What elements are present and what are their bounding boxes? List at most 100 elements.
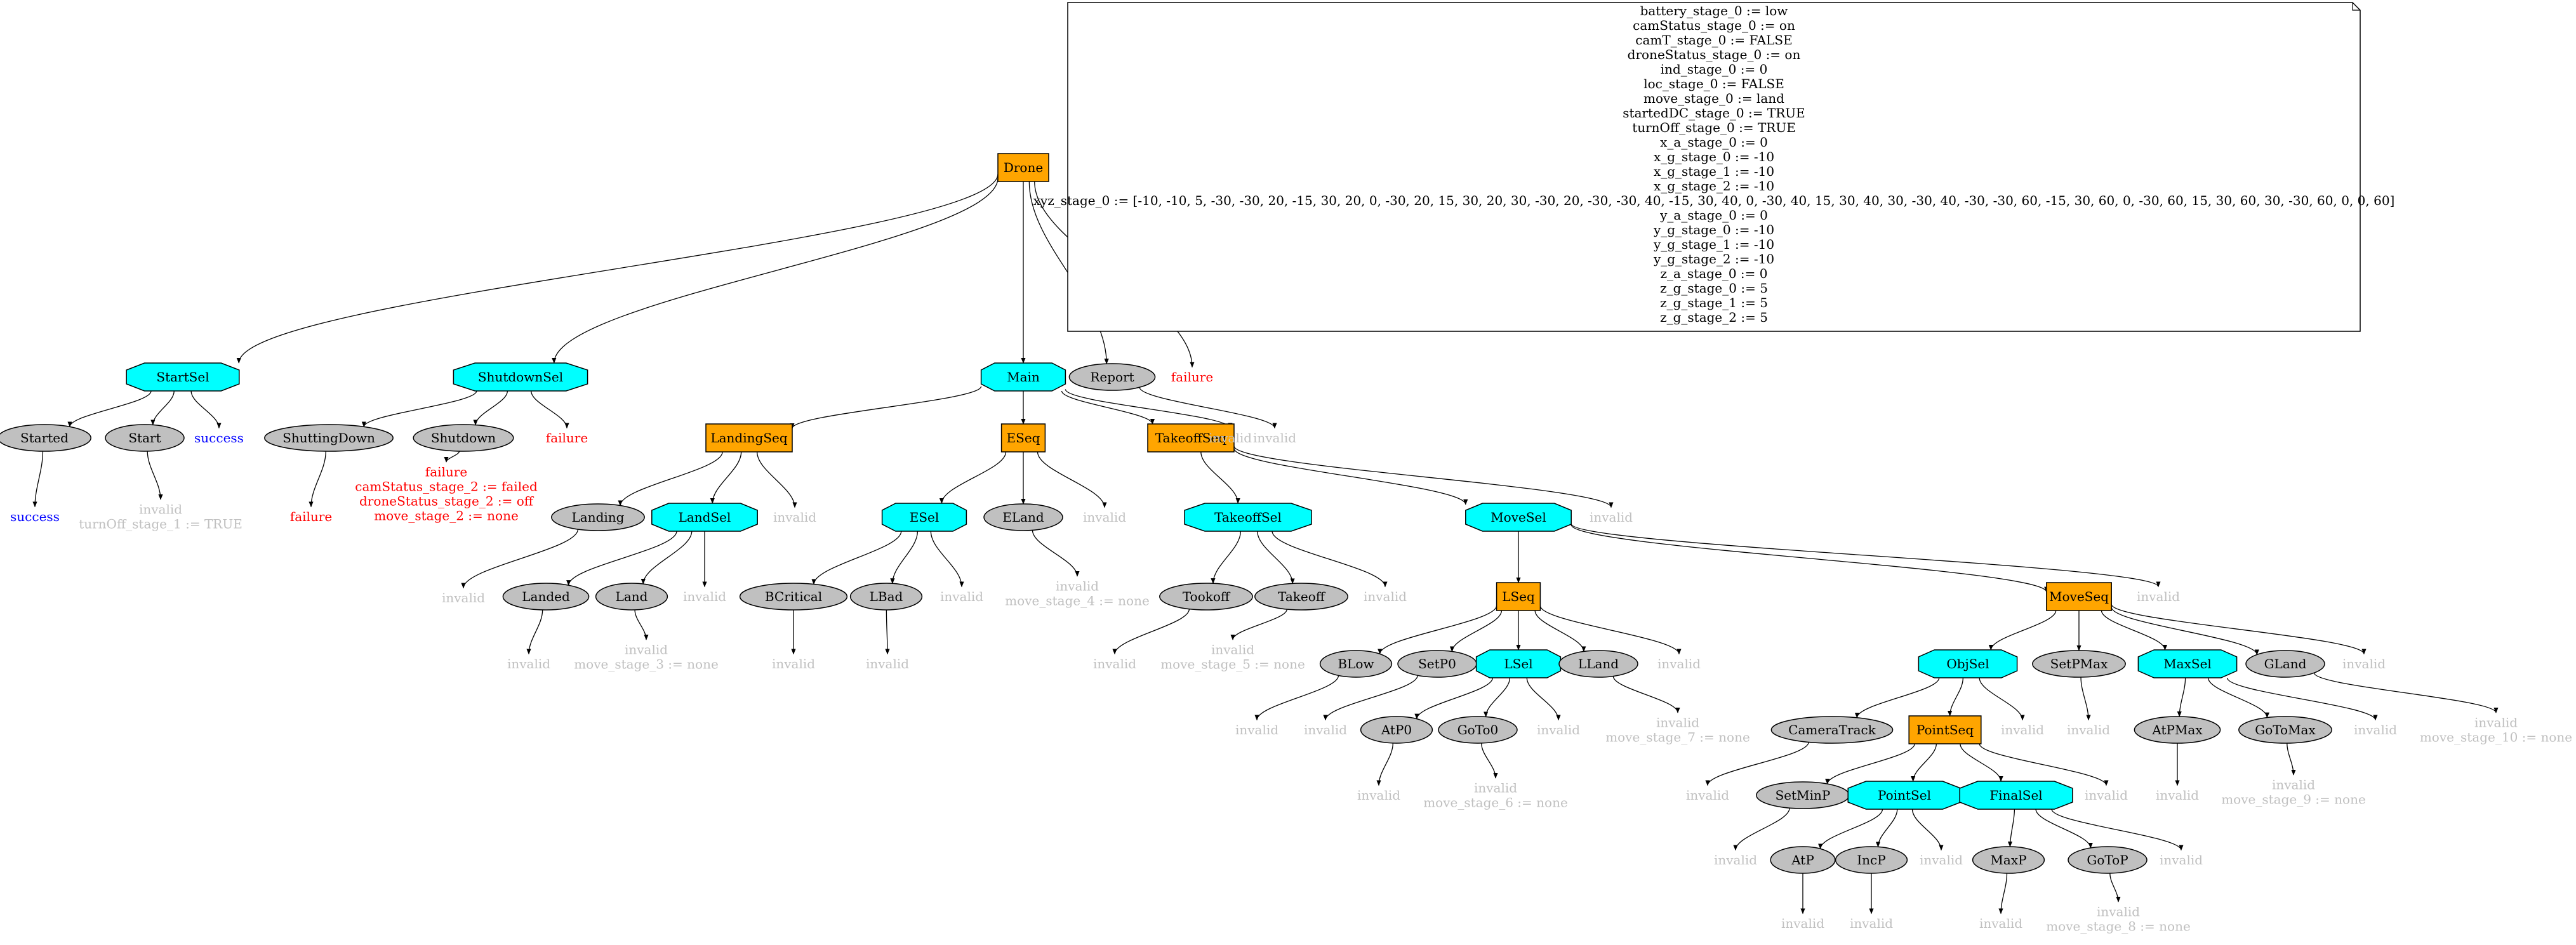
- node-label: MoveSeq: [2049, 589, 2109, 604]
- status-text: invalid: [1093, 656, 1136, 671]
- edge-lseq-lland: [1534, 610, 1586, 652]
- status-atpmax: invalid: [2156, 788, 2199, 803]
- node-shape: [1770, 846, 1836, 874]
- node-takeoffseq: TakeoffSeq: [1147, 423, 1235, 453]
- status-objsel: invalid: [2001, 722, 2044, 737]
- node-finalsel: FinalSel: [1959, 781, 2073, 810]
- node-shape: [264, 424, 394, 452]
- node-shape: [1068, 363, 1156, 391]
- edge-esel-bcritical: [811, 531, 902, 585]
- node-label: TakeoffSeq: [1155, 430, 1226, 446]
- node-objsel: ObjSel: [1918, 649, 2018, 678]
- edge-takeoffsel-takeoff: [1257, 531, 1295, 585]
- edge-pointsel-incp: [1875, 809, 1898, 848]
- node-shape: [1835, 846, 1908, 874]
- note-line: ind_stage_0 := 0: [1661, 62, 1768, 77]
- node-label: Land: [616, 589, 648, 604]
- node-shape: [739, 583, 848, 611]
- edge-finalsel-s_finalsel: [2051, 809, 2184, 851]
- note-line: z_g_stage_2 := 5: [1660, 310, 1768, 325]
- edge-landing-s_landing: [461, 529, 579, 589]
- edge-shutdown-s_shutdown: [444, 451, 460, 463]
- status-moveseq: invalid: [2342, 656, 2386, 671]
- node-label: AtPMax: [2151, 722, 2203, 737]
- note-line: x_g_stage_2 := -10: [1654, 178, 1774, 194]
- edge-pointsel-atp: [1818, 809, 1883, 850]
- node-label: LSeq: [1502, 589, 1535, 604]
- edge-objsel-pointseq: [1948, 677, 1964, 717]
- edge-shutdownsel-shutdown: [473, 390, 508, 426]
- node-started: Started: [0, 424, 91, 452]
- edge-main-takeoffseq: [1061, 390, 1155, 425]
- status-text: invalid: [1211, 642, 1254, 658]
- node-shutdownsel: ShutdownSel: [453, 362, 588, 392]
- node-setminp: SetMinP: [1756, 781, 1850, 809]
- status-text: invalid: [1657, 656, 1701, 671]
- status-text: failure: [290, 509, 332, 524]
- node-label: GLand: [2264, 656, 2307, 671]
- status-cameratrack: invalid: [1686, 788, 1729, 803]
- node-label: BCritical: [765, 589, 822, 604]
- edge-lseq-blow: [1378, 605, 1497, 655]
- edge-atp0-s_atp0: [1376, 743, 1393, 786]
- node-label: Landed: [522, 589, 570, 604]
- status-maxsel: invalid: [2354, 722, 2397, 737]
- edge-shuttingdown-s_shuttingdown: [309, 451, 326, 508]
- edge-shutdownsel-s_shutdownsel: [531, 390, 569, 429]
- node-shape: [1147, 423, 1235, 453]
- node-shape: [1360, 716, 1433, 744]
- node-maxsel: MaxSel: [2137, 649, 2238, 678]
- node-lland: LLand: [1558, 650, 1638, 678]
- note-line: turnOff_stage_0 := TRUE: [1632, 120, 1796, 135]
- edge-shutdownsel-shuttingdown: [361, 390, 477, 428]
- status-text: invalid: [1537, 722, 1580, 737]
- status-atp: invalid: [1781, 916, 1824, 931]
- edge-takeoffseq-s_takeoffseq: [1233, 446, 1614, 508]
- edge-moveseq-gland: [2111, 607, 2259, 656]
- status-bcritical: invalid: [772, 656, 815, 671]
- node-shape: [1908, 715, 1982, 744]
- edge-movesel-moveseq: [1570, 524, 2049, 593]
- edge-lseq-setp0: [1449, 610, 1503, 652]
- status-text: invalid: [625, 642, 668, 658]
- status-drone: failure: [1171, 369, 1213, 385]
- node-label: MaxSel: [2163, 656, 2212, 671]
- status-text: invalid: [2001, 722, 2044, 737]
- node-shape: [595, 583, 668, 611]
- status-text: move_stage_7 := none: [1605, 730, 1750, 745]
- edge-landsel-land: [641, 531, 693, 585]
- status-text: invalid: [442, 590, 485, 605]
- edge-takeoffseq-takeoffsel: [1200, 451, 1240, 504]
- status-text: invalid: [866, 656, 909, 671]
- node-label: Drone: [1004, 160, 1043, 175]
- status-text: success: [10, 509, 60, 524]
- status-text: move_stage_6 := none: [1423, 795, 1568, 810]
- node-incp: IncP: [1835, 846, 1908, 874]
- node-shape: [1972, 846, 2045, 874]
- note-line: move_stage_0 := land: [1643, 91, 1784, 106]
- node-label: FinalSel: [1989, 788, 2042, 803]
- node-shape: [1254, 583, 1348, 611]
- node-shape: [1465, 503, 1572, 532]
- node-label: Report: [1090, 369, 1134, 385]
- node-label: Main: [1007, 369, 1040, 385]
- edge-gotomax-s_gotomax: [2287, 743, 2296, 776]
- status-text: invalid: [773, 510, 816, 525]
- edge-landingseq-s_landingseq: [757, 451, 797, 508]
- node-label: SetMinP: [1776, 788, 1831, 803]
- edge-movesel-s_movesel: [1570, 523, 2161, 588]
- node-label: PointSeq: [1916, 722, 1974, 737]
- status-text: failure: [425, 465, 467, 480]
- node-shape: [1558, 650, 1638, 678]
- status-text: invalid: [1920, 852, 1963, 868]
- status-text: invalid: [1474, 781, 1517, 796]
- node-setpmax: SetPMax: [2032, 650, 2126, 678]
- status-text: invalid: [1686, 788, 1729, 803]
- status-text: success: [194, 430, 244, 446]
- status-esel: invalid: [940, 589, 983, 604]
- node-label: LSel: [1504, 656, 1532, 671]
- status-landsel: invalid: [683, 589, 726, 604]
